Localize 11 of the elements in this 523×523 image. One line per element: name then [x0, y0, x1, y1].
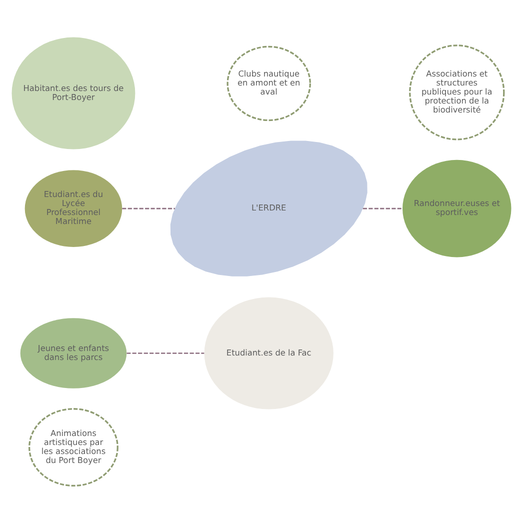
connector	[362, 208, 402, 210]
node-ellipse: Animations artistiques par les associations du Port Boyer	[28, 408, 118, 487]
node-ellipse: Etudiant.es de la Fac	[204, 297, 334, 410]
node-ellipse: Jeunes et enfants dans les parcs	[20, 318, 127, 388]
connector	[122, 208, 175, 210]
node-ellipse: Clubs nautique en amont et en aval	[226, 46, 311, 122]
connector	[126, 352, 204, 354]
node-circle: Habitant.es des tours de Port-Boyer	[12, 37, 136, 150]
node-circle: Associations et structures publiques pour la protection de la biodiversité	[409, 44, 505, 140]
node-ellipse: Etudiant.es du Lycée Professionnel Maritime	[24, 170, 122, 247]
node-ellipse: Randonneur.euses et sportif.ves	[402, 160, 512, 258]
